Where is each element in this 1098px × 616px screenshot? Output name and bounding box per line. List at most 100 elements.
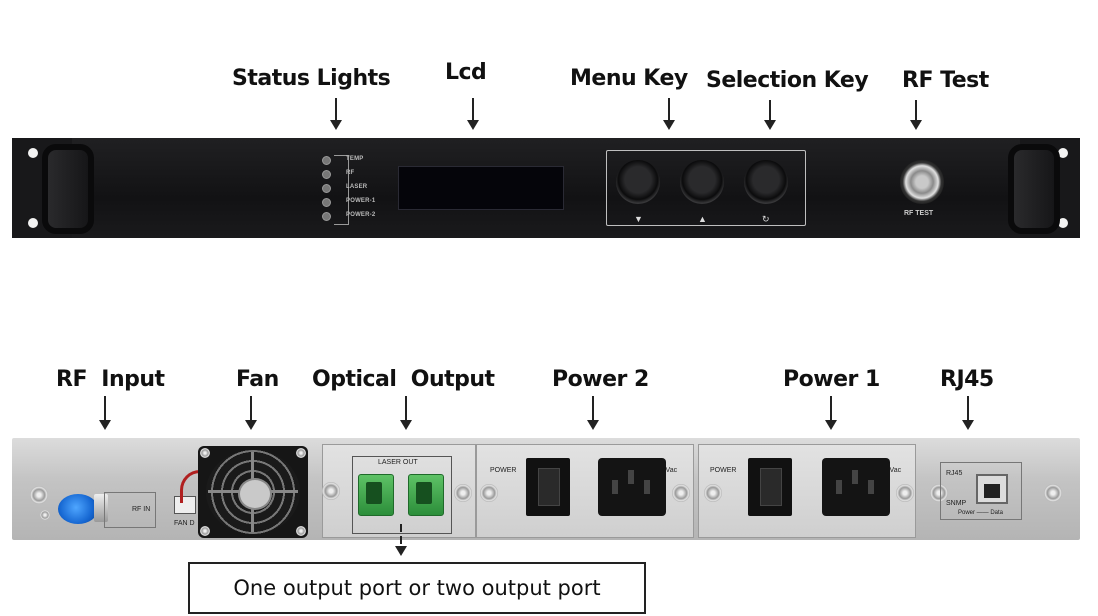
lcd-arrow: [467, 98, 479, 130]
led-label-power-2: POWER-2: [346, 212, 376, 218]
right-handle[interactable]: [1008, 144, 1060, 234]
status-lights-arrow: [330, 98, 342, 130]
power-2-callout: Power 2: [552, 367, 649, 392]
menu-key-callout: Menu Key: [570, 66, 688, 91]
down-key-button[interactable]: [616, 160, 660, 204]
selection-key-callout: Selection Key: [706, 68, 869, 93]
rj45-screw-right: [1044, 484, 1062, 502]
power-1-switch[interactable]: [748, 458, 792, 516]
status-lights-callout: Status Lights: [232, 66, 391, 91]
left-mount-hole-top: [28, 148, 38, 158]
fan-d-label: FAN D: [174, 520, 195, 527]
keypad-frame: [606, 150, 806, 226]
power-2-switch[interactable]: [526, 458, 570, 516]
snmp-label: SNMP: [946, 500, 967, 507]
power-1-callout: Power 1: [783, 367, 880, 392]
led-icon: [322, 197, 331, 207]
power-data-label: Power —— Data: [958, 510, 1004, 516]
fan-screw-bl: [200, 526, 210, 536]
selection-key-button[interactable]: [744, 160, 788, 204]
power-1-pin: [836, 480, 842, 494]
right-mount-hole-top: [1058, 148, 1068, 158]
rf-test-arrow: [910, 100, 922, 130]
optical-screw-right: [454, 484, 472, 502]
fan-callout: Fan: [236, 367, 279, 392]
optical-port-2-socket: [416, 482, 432, 504]
caption-arrow: [395, 546, 407, 556]
power-2-label: POWER: [490, 467, 517, 474]
optical-output-callout: Optical Output: [312, 367, 495, 392]
power-2-screw-left: [480, 484, 498, 502]
power-2-rocker: [538, 468, 560, 506]
down-arrow-icon: ▼: [634, 214, 643, 224]
rj45-arrow: [962, 396, 974, 430]
selection-key-arrow: [764, 100, 776, 130]
led-rf: [322, 168, 331, 180]
caption-text: One output port or two output port: [233, 576, 601, 600]
led-power-1: [322, 196, 331, 208]
led-temp: [322, 154, 331, 166]
menu-key-arrow: [663, 98, 675, 130]
power-2-arrow: [587, 396, 599, 430]
rf-test-jack[interactable]: [900, 160, 944, 204]
led-bracket: [334, 155, 349, 225]
rj45-plate: [940, 462, 1022, 520]
led-icon: [322, 169, 331, 179]
power-1-pin: [868, 480, 874, 494]
fan-arrow: [245, 396, 257, 430]
rf-input-callout: RF Input: [56, 367, 165, 392]
rf-bottom-screw: [40, 510, 50, 520]
led-laser: [322, 182, 331, 194]
power-1-label: POWER: [710, 467, 737, 474]
led-icon: [322, 211, 331, 221]
rf-left-screw: [30, 486, 48, 504]
laser-out-frame: [352, 456, 452, 534]
rf-test-label: RF TEST: [904, 210, 934, 217]
fan-screw-tl: [200, 448, 210, 458]
laser-out-label: LASER OUT: [378, 459, 418, 466]
power-2-pin: [628, 470, 634, 484]
up-key-button[interactable]: [680, 160, 724, 204]
power-2-pin: [644, 480, 650, 494]
caption-box: One output port or two output port: [188, 562, 646, 614]
optical-screw-left: [322, 482, 340, 500]
power-2-screw-right: [672, 484, 690, 502]
up-arrow-icon: ▲: [698, 214, 707, 224]
rj45-socket: [984, 484, 1000, 498]
power-1-rocker: [760, 468, 782, 506]
rj45-screw-left: [930, 484, 948, 502]
power-1-screw-left: [704, 484, 722, 502]
power-1-pin: [852, 470, 858, 484]
rf-input-connector[interactable]: [58, 494, 98, 524]
power-1-inlet[interactable]: [822, 458, 890, 516]
rf-in-label: RF IN: [132, 506, 151, 513]
power-1-screw-right: [896, 484, 914, 502]
optical-output-module: [322, 444, 476, 538]
fan-hub: [238, 478, 272, 510]
lcd-display: [398, 166, 564, 210]
led-label-temp: TEMP: [346, 156, 364, 162]
caption-dash-2: [400, 536, 402, 544]
rf-test-callout: RF Test: [902, 68, 989, 93]
led-icon: [322, 155, 331, 165]
led-power-2: [322, 210, 331, 222]
led-icon: [322, 183, 331, 193]
rj45-port[interactable]: [976, 474, 1008, 504]
led-label-power-1: POWER-1: [346, 198, 376, 204]
rf-input-arrow: [99, 396, 111, 430]
lcd-callout: Lcd: [445, 60, 487, 85]
led-label-laser: LASER: [346, 184, 368, 190]
right-mount-hole-bottom: [1058, 218, 1068, 228]
optical-output-arrow: [400, 396, 412, 430]
left-mount-hole-bottom: [28, 218, 38, 228]
caption-dash-1: [400, 524, 402, 532]
rj45-callout: RJ45: [940, 367, 994, 392]
power-2-pin: [612, 480, 618, 494]
led-label-rf: RF: [346, 170, 355, 176]
power-2-inlet[interactable]: [598, 458, 666, 516]
fan-screw-tr: [296, 448, 306, 458]
cycle-icon: ↻: [762, 214, 770, 224]
left-handle[interactable]: [42, 144, 94, 234]
rf-in-plate: [104, 492, 156, 528]
optical-port-1-socket: [366, 482, 382, 504]
